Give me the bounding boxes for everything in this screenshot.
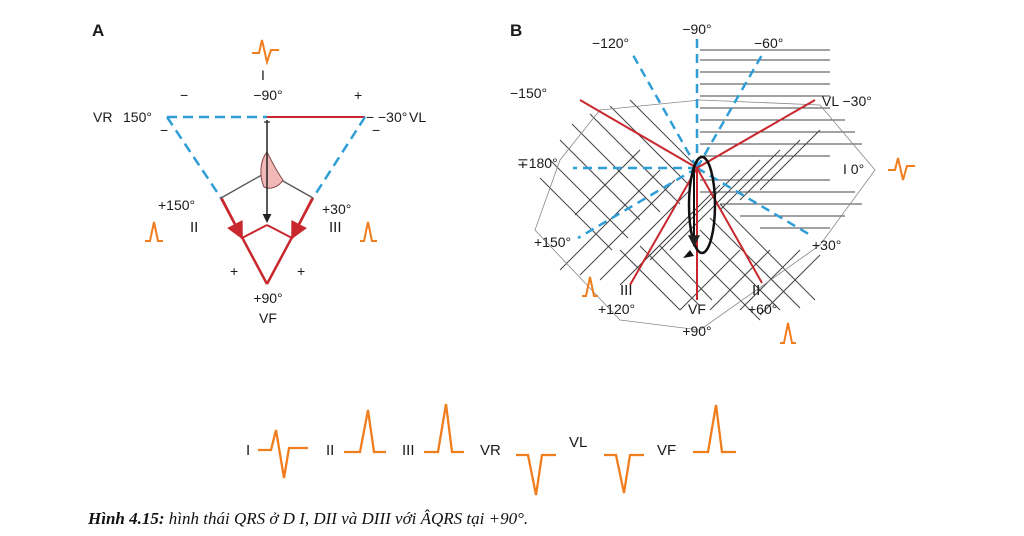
panel-b-letter: B	[510, 21, 522, 40]
angle-vl-label: −30°	[378, 109, 407, 125]
qrs-wave-vr-icon	[516, 453, 556, 496]
loop-direction-arrow-icon	[683, 250, 694, 258]
angle-m120-label: −120°	[592, 35, 629, 51]
projection-arrow-left	[220, 198, 244, 240]
projection-arrow-right	[290, 198, 314, 240]
lead-i-wave-icon-b	[888, 157, 915, 181]
lead-iii-wave-icon	[360, 221, 377, 242]
projection-line-inner-left	[241, 224, 268, 239]
qrs-wave-ii-icon	[344, 409, 386, 454]
angle-top-label: −90°	[253, 87, 282, 103]
qrs-label-ii: II	[326, 442, 334, 459]
angle-i0-label: I 0°	[843, 161, 864, 177]
lead-ii-label-b: II	[752, 282, 760, 299]
angle-p150-label: +150°	[534, 234, 571, 250]
angle-left-label: +150°	[158, 197, 195, 213]
angle-p60-label: +60°	[748, 301, 777, 317]
projection-line-inner-right	[266, 224, 293, 239]
angle-m90-label: −90°	[682, 21, 711, 37]
lead-ii-label: II	[190, 219, 198, 236]
lead-vl-label: VL	[409, 109, 426, 125]
lead-vf-label: VF	[259, 310, 277, 326]
lead-iii-label-b: III	[620, 282, 633, 299]
qrs-wave-i-icon	[258, 429, 308, 479]
qrs-label-vr: VR	[480, 442, 501, 459]
hexaxial-outline	[534, 99, 876, 331]
angle-vl-label-b: VL −30°	[822, 93, 872, 109]
angle-p90-label: +90°	[682, 323, 711, 339]
figure-caption: Hình 4.15: hình thái QRS ở D I, DII và D…	[88, 509, 528, 529]
projection-line-left	[220, 171, 268, 199]
lead-iii-label: III	[329, 219, 342, 236]
angle-pm180-label: ∓180°	[517, 155, 558, 171]
qrs-loop-icon	[687, 155, 717, 255]
qrs-wave-iii-icon	[424, 403, 464, 454]
hatch-horizontal	[700, 49, 862, 229]
sign-bottom-left: +	[230, 263, 238, 279]
lead-i-label: I	[261, 67, 265, 83]
lead-ii-wave-icon-b	[780, 322, 796, 344]
angle-m150-label: −150°	[510, 85, 547, 101]
sign-vr-minus: −	[160, 122, 168, 138]
angle-p30-label: +30°	[812, 237, 841, 253]
sign-bottom-right: +	[297, 263, 305, 279]
sign-top-right: +	[354, 87, 362, 103]
angle-bottom-label: +90°	[253, 290, 282, 306]
qrs-label-i: I	[246, 442, 250, 459]
sign-top-left: −	[180, 87, 188, 103]
positive-axes	[579, 99, 816, 300]
hatch-diagonal-a	[539, 99, 816, 321]
angle-vr-label: 150°	[123, 109, 152, 125]
sign-vl-minus: −	[372, 122, 380, 138]
panel-b: B	[510, 21, 915, 344]
lead-ii-axis-negative	[165, 116, 223, 199]
angle-m60-label: −60°	[754, 35, 783, 51]
lead-vf-label-b: VF	[688, 301, 706, 317]
lead-iii-wave-icon-b	[582, 276, 598, 297]
lead-ii-wave-icon	[145, 221, 163, 242]
angle-p120-label: +120°	[598, 301, 635, 317]
qrs-wave-vl-icon	[604, 453, 644, 494]
hatch-diagonal-b	[559, 129, 821, 316]
qrs-label-vf: VF	[657, 442, 676, 459]
lead-i-wave-icon	[252, 39, 279, 66]
angle-right-label: +30°	[322, 201, 351, 217]
panel-a: A I −90° − + − − − + + VR	[92, 21, 426, 326]
panel-a-letter: A	[92, 21, 104, 40]
lead-vr-label: VR	[93, 109, 112, 125]
qrs-label-vl: VL	[569, 434, 587, 451]
caption-text: hình thái QRS ở D I, DII và DIII với ÂQR…	[164, 509, 529, 528]
qrs-morphology-row: I II III VR VL VF	[246, 403, 736, 496]
lead-iii-axis-negative	[311, 116, 367, 199]
caption-title: Hình 4.15:	[88, 509, 165, 528]
negative-axes	[573, 38, 813, 240]
vector-loop-icon	[260, 151, 284, 189]
qrs-wave-vf-icon	[693, 404, 736, 454]
sign-vl-left: −	[366, 109, 374, 125]
qrs-label-iii: III	[402, 442, 415, 459]
